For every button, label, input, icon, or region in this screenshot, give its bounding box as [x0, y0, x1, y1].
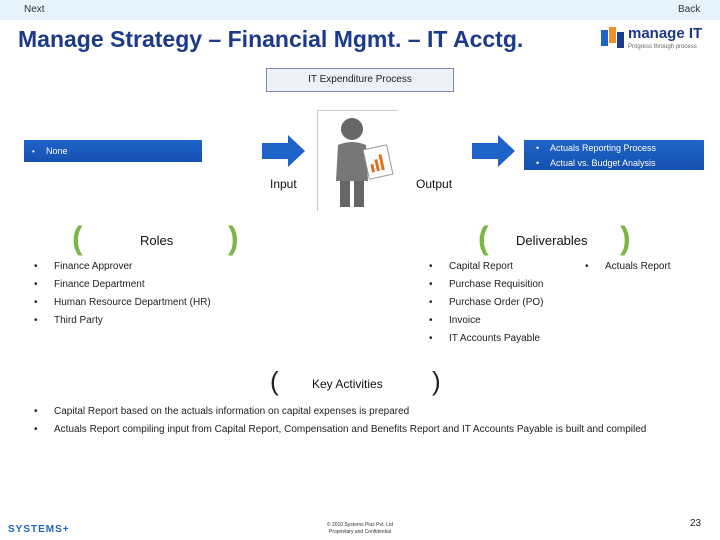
page-number: 23 — [690, 518, 702, 529]
deliverable-item: •IT Accounts Payable — [429, 333, 540, 344]
deliverable-item: •Purchase Order (PO) — [429, 297, 544, 308]
process-figure — [317, 110, 398, 211]
output-label: Output — [416, 177, 453, 191]
output-item-1: Actuals Reporting Process — [550, 143, 657, 153]
activities-brace-left: ( — [270, 366, 279, 396]
logo-tagline: Progress through process — [628, 44, 697, 50]
footer-brand: SYSTEMS+ — [8, 524, 70, 535]
role-item: •Finance Department — [34, 279, 145, 290]
input-item: None — [46, 146, 68, 156]
top-nav-bar — [0, 0, 720, 20]
deliverable-item: •Capital Report — [429, 261, 513, 272]
role-item: •Third Party — [34, 315, 103, 326]
next-link[interactable]: Next — [24, 4, 45, 15]
roles-brace-right: ) — [228, 220, 239, 256]
page-title: Manage Strategy – Financial Mgmt. – IT A… — [18, 26, 524, 52]
deliverable-item: •Invoice — [429, 315, 481, 326]
deliverables-brace-left: ( — [478, 220, 489, 256]
process-title-box: IT Expenditure Process — [266, 68, 454, 92]
deliverable-item-extra: •Actuals Report — [585, 261, 671, 272]
input-bullet: • — [32, 147, 35, 156]
output-arrow-icon — [472, 135, 515, 167]
logo-mark-icon — [601, 27, 624, 48]
role-item: •Finance Approver — [34, 261, 133, 272]
role-item: •Human Resource Department (HR) — [34, 297, 211, 308]
output-item-2: Actual vs. Budget Analysis — [550, 158, 656, 168]
activities-brace-right: ) — [432, 366, 441, 396]
deliverable-item: •Purchase Requisition — [429, 279, 544, 290]
input-bar: • None — [24, 140, 202, 162]
activity-item: •Actuals Report compiling input from Cap… — [34, 424, 647, 435]
deliverables-heading: Deliverables — [516, 233, 588, 248]
input-label: Input — [270, 177, 297, 191]
input-arrow-icon — [262, 135, 305, 167]
roles-brace-left: ( — [72, 220, 83, 256]
key-activities-heading: Key Activities — [312, 377, 383, 391]
person-with-chart-icon — [336, 118, 394, 207]
back-link[interactable]: Back — [678, 4, 701, 15]
deliverables-brace-right: ) — [620, 220, 631, 256]
output-bar: • Actuals Reporting Process • Actual vs.… — [524, 140, 704, 170]
activity-item: •Capital Report based on the actuals inf… — [34, 406, 410, 417]
footer-copyright: © 2010 Systems Plus Pvt. Ltd Proprietary… — [326, 522, 394, 535]
roles-heading: Roles — [140, 233, 174, 248]
logo-text: manage IT — [628, 25, 703, 42]
logo: manage IT Progress through process — [600, 24, 704, 54]
